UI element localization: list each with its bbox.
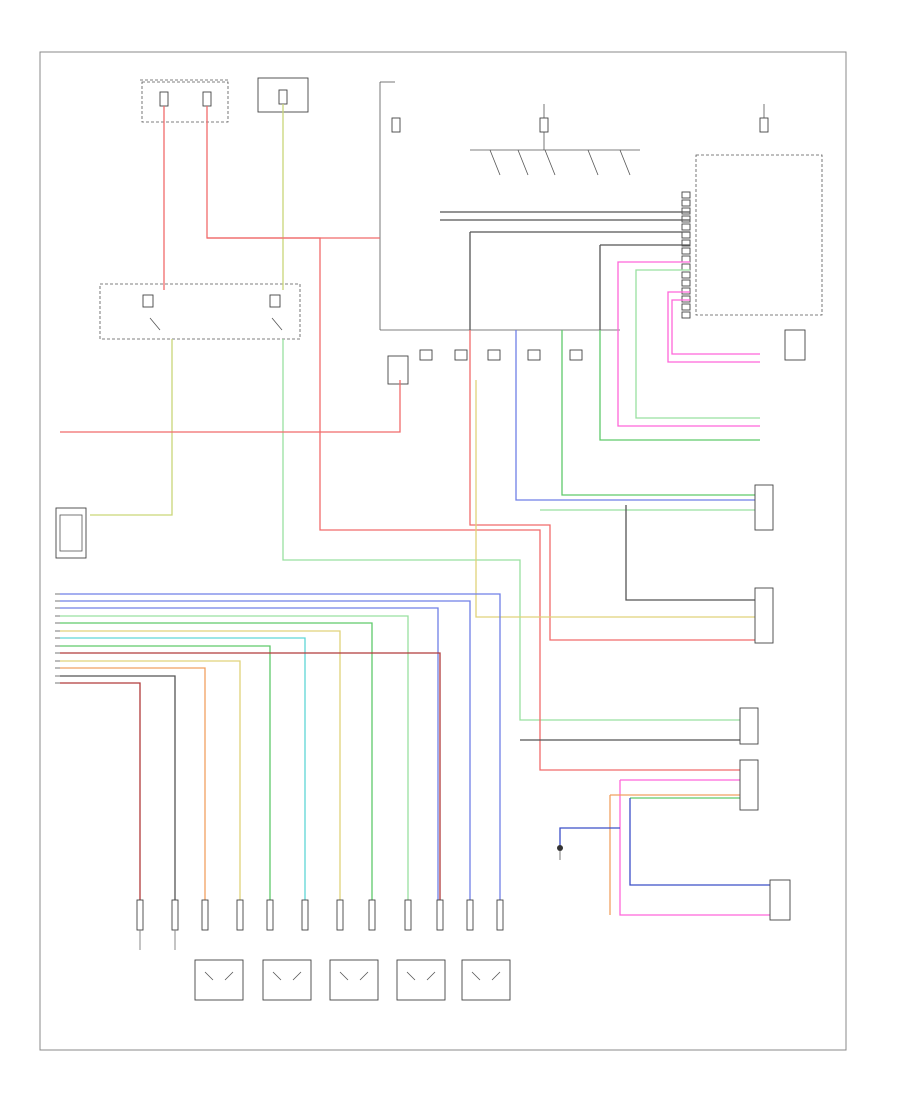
wire-bundle-1 bbox=[60, 593, 501, 905]
bottom-connector-row bbox=[136, 899, 504, 931]
module-pin bbox=[681, 311, 691, 319]
wire-bundle-13 bbox=[60, 682, 141, 905]
bottom-connector bbox=[368, 899, 376, 931]
bottom-connector bbox=[301, 899, 309, 931]
bundle-pin-markers bbox=[55, 593, 60, 684]
module-pin bbox=[681, 271, 691, 279]
bottom-connector bbox=[404, 899, 412, 931]
fuse-top-center-right bbox=[539, 104, 549, 133]
wire-pink-short bbox=[667, 291, 760, 363]
module-pin bbox=[681, 263, 691, 271]
wire-bundle-6 bbox=[60, 630, 341, 905]
bottom-connector bbox=[336, 899, 344, 931]
relay-contacts bbox=[142, 294, 283, 331]
wire-pink-loop bbox=[617, 261, 760, 427]
wire-mid-blue bbox=[515, 330, 755, 501]
bottom-connector bbox=[236, 899, 244, 931]
wire-bundle-12 bbox=[60, 675, 176, 905]
right-components bbox=[739, 329, 806, 921]
bottom-connector bbox=[436, 899, 444, 931]
wire-green-loop bbox=[635, 269, 760, 419]
module-connector-rows bbox=[681, 191, 691, 319]
sensor-module-left bbox=[55, 507, 87, 559]
wire-mid-red bbox=[469, 330, 755, 641]
wire-lower-navy bbox=[629, 798, 770, 886]
module-pin bbox=[681, 231, 691, 239]
switch-group-top bbox=[470, 132, 640, 176]
module-pin bbox=[681, 223, 691, 231]
module-pin bbox=[681, 279, 691, 287]
actuator-symbol bbox=[272, 971, 302, 981]
actuator-device bbox=[329, 959, 379, 1001]
actuator-device bbox=[194, 959, 244, 1001]
wire-bundle-2 bbox=[60, 600, 471, 905]
module-pin bbox=[681, 239, 691, 247]
actuator-symbol bbox=[471, 971, 501, 981]
actuator-symbol bbox=[406, 971, 436, 981]
wire-mid-green bbox=[561, 330, 755, 496]
module-pin bbox=[681, 295, 691, 303]
actuator-symbol bbox=[204, 971, 234, 981]
wire-black-conn bbox=[625, 505, 755, 601]
ground-symbol bbox=[557, 845, 563, 860]
diagram-frame bbox=[39, 51, 847, 1051]
wire-red-bus bbox=[60, 380, 401, 433]
wire-fuse-left-red-2 bbox=[206, 106, 380, 239]
actuator-device bbox=[461, 959, 511, 1001]
wire-pink-short-2 bbox=[671, 299, 760, 355]
bottom-connector bbox=[496, 899, 504, 931]
wire-bundle-4 bbox=[60, 615, 409, 905]
bottom-connector bbox=[201, 899, 209, 931]
wire-yellow-right bbox=[475, 525, 755, 618]
module-pin bbox=[681, 191, 691, 199]
wire-ground-navy bbox=[559, 827, 620, 848]
bottom-connector bbox=[136, 899, 144, 931]
wire-lower-pink-drop bbox=[619, 780, 770, 916]
wire-bundle-7 bbox=[60, 637, 306, 905]
wire-relay-right-out bbox=[282, 339, 740, 721]
wire-harness bbox=[60, 104, 770, 916]
wire-bundle-5 bbox=[60, 622, 373, 905]
wire-bundle-3 bbox=[60, 607, 439, 905]
fuse-left-stub bbox=[379, 81, 401, 330]
module-pin bbox=[681, 215, 691, 223]
module-pin bbox=[681, 247, 691, 255]
module-pin bbox=[681, 199, 691, 207]
wire-bundle-8 bbox=[60, 645, 271, 905]
bottom-connector bbox=[171, 899, 179, 931]
module-pin bbox=[681, 303, 691, 311]
middle-connectors bbox=[387, 349, 583, 385]
wire-green-right bbox=[599, 330, 760, 441]
fuse-block-left bbox=[140, 79, 230, 123]
control-module-top-right bbox=[695, 154, 823, 316]
module-pin bbox=[681, 287, 691, 295]
actuator-device bbox=[396, 959, 446, 1001]
wire-bundle-11 bbox=[60, 667, 206, 905]
bottom-connector bbox=[466, 899, 474, 931]
bottom-devices bbox=[139, 930, 511, 1001]
wire-relay-left-out bbox=[90, 339, 173, 516]
fuse-top-right bbox=[759, 104, 769, 133]
bottom-connector bbox=[266, 899, 274, 931]
wire-long-red bbox=[207, 237, 740, 771]
actuator-symbol bbox=[339, 971, 369, 981]
actuator-device bbox=[262, 959, 312, 1001]
module-pin bbox=[681, 255, 691, 263]
module-pin bbox=[681, 207, 691, 215]
relay-module-left bbox=[99, 283, 301, 340]
wire-bundle-9 bbox=[60, 652, 441, 905]
wire-bundle-10 bbox=[60, 660, 241, 905]
